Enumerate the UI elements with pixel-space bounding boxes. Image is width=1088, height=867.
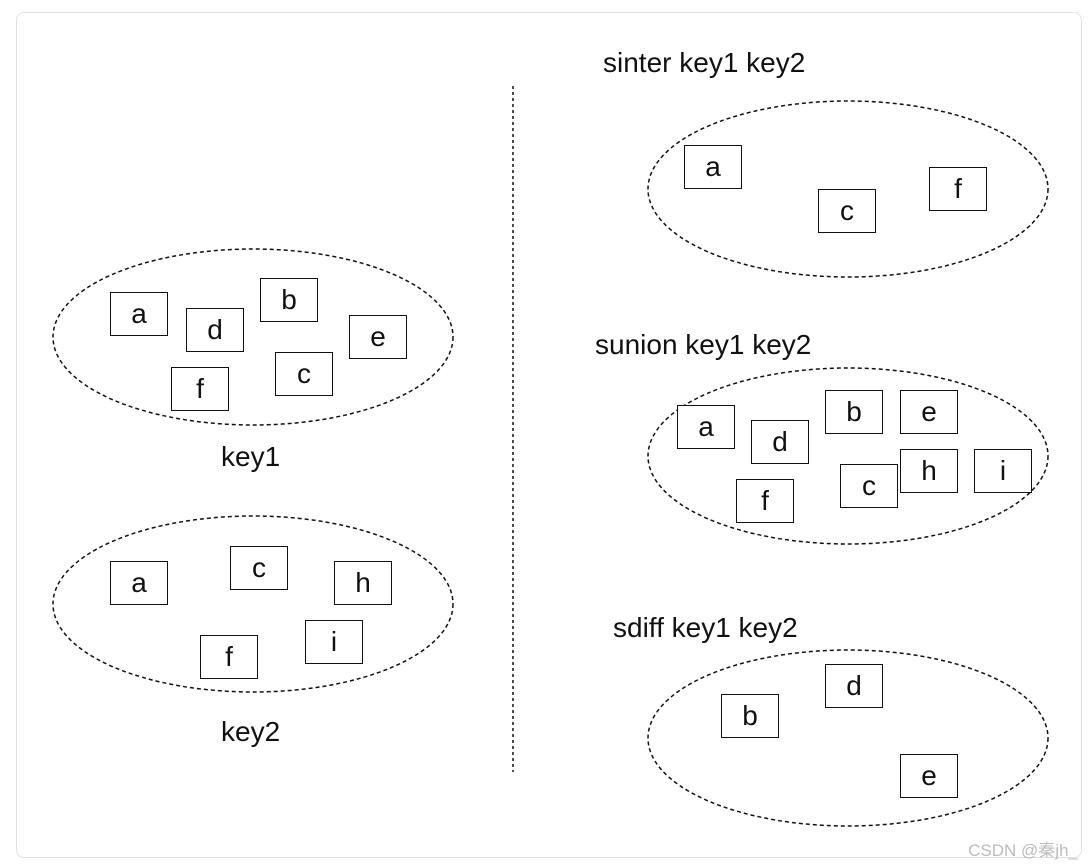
sunion-member: i: [974, 449, 1032, 493]
csdn-watermark: CSDN @秦jh_: [968, 841, 1078, 860]
sunion-member: h: [900, 449, 958, 493]
key2-member: h: [334, 561, 392, 605]
key2-member: c: [230, 546, 288, 590]
sinter-member: f: [929, 167, 987, 211]
key2-set-outline: [52, 515, 454, 693]
key2-member: a: [110, 561, 168, 605]
key2-member: i: [305, 620, 363, 664]
sdiff-command-label: sdiff key1 key2: [613, 612, 798, 643]
sdiff-set-outline: [647, 649, 1049, 827]
key2-label: key2: [221, 716, 281, 747]
sunion-member: d: [751, 420, 809, 464]
key1-member: c: [275, 352, 333, 396]
sinter-command-label: sinter key1 key2: [603, 47, 806, 78]
key1-set-outline: [52, 248, 454, 426]
key1-member: a: [110, 292, 168, 336]
sdiff-member: d: [825, 664, 883, 708]
sdiff-member: b: [721, 694, 779, 738]
key2-member: f: [200, 635, 258, 679]
sinter-member: c: [818, 189, 876, 233]
sunion-member: f: [736, 479, 794, 523]
key1-member: b: [260, 278, 318, 322]
sunion-member: a: [677, 405, 735, 449]
key1-member: d: [186, 308, 244, 352]
sunion-member: b: [825, 390, 883, 434]
sunion-set-outline: [647, 367, 1049, 545]
sunion-member: c: [840, 464, 898, 508]
sdiff-member: e: [900, 754, 958, 798]
sinter-member: a: [684, 145, 742, 189]
sinter-set-outline: [647, 100, 1049, 278]
key1-label: key1: [221, 441, 281, 472]
key1-member: f: [171, 367, 229, 411]
key1-member: e: [349, 315, 407, 359]
sunion-member: e: [900, 390, 958, 434]
sunion-command-label: sunion key1 key2: [595, 329, 812, 360]
diagram-frame: [16, 12, 1082, 858]
